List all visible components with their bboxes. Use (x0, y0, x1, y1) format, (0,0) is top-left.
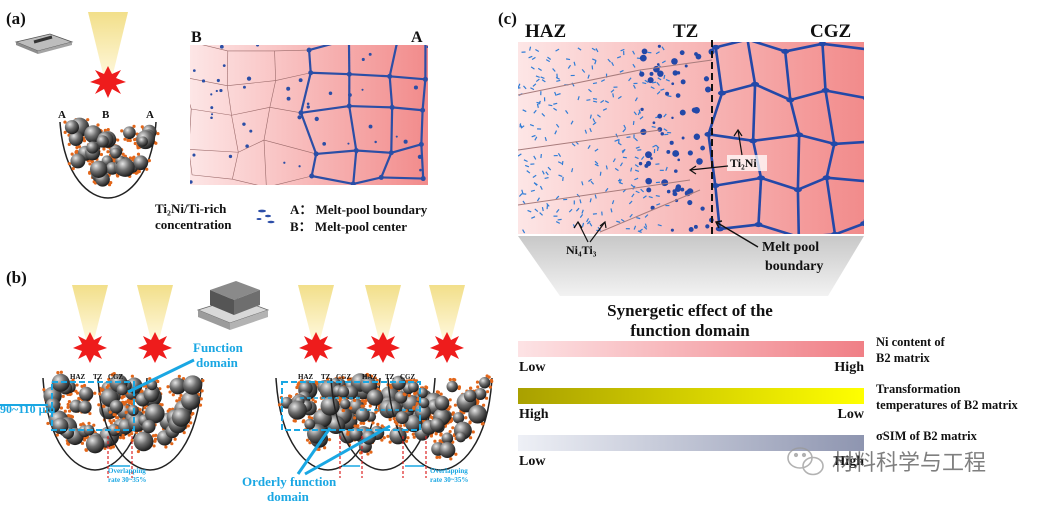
orderly-domain-arrows (296, 424, 391, 476)
function-domain-label-1: Function (193, 340, 244, 355)
svg-text:CGZ: CGZ (108, 373, 124, 381)
svg-text:CGZ: CGZ (400, 373, 416, 381)
legend-key-a: A： Melt-pool boundary (290, 202, 428, 217)
panel-a-label: (a) (6, 9, 26, 28)
map-label-a: A (411, 29, 423, 46)
legend-ti2ni-line1: Ti₂Ni/Ti-rich (155, 201, 227, 216)
ni4ti3-annotation: Ni₄Ti₃ (566, 243, 597, 257)
printed-block-icon (196, 281, 270, 330)
ni4ti3-arrows (573, 220, 607, 243)
synergy-title-2: function domain (630, 321, 750, 340)
overlap-label-1a: Overlapping (108, 467, 146, 475)
watermark-text: 材料科学与工程 (832, 451, 986, 476)
svg-text:TZ: TZ (93, 373, 103, 381)
panel-c-label: (c) (498, 9, 517, 28)
legend-ti2ni-line2: concentration (155, 217, 232, 232)
melt-pool-arrow (714, 220, 759, 248)
microstructure-map-a (190, 45, 428, 185)
ni-bar-left: Low (519, 360, 546, 375)
panel-c: (c) HAZ TZ CGZ Ti₂Ni Ni₄Ti₃ Melt pool bo… (498, 9, 1018, 469)
function-domain-label-2: domain (196, 355, 239, 370)
wechat-icon (787, 447, 824, 476)
zone-label-haz: HAZ (525, 21, 566, 42)
ni-bar-right: High (834, 360, 864, 375)
sigma-bar-left: Low (519, 454, 546, 469)
watermark: 材料科学与工程 (787, 447, 986, 476)
overlap-label-2a: Overlapping (430, 467, 468, 475)
panel-b-label: (b) (6, 268, 27, 287)
overlap-label-2b: rate 30~35% (430, 476, 468, 484)
ni-content-bar (518, 341, 864, 357)
ni-bar-desc-2: B2 matrix (876, 351, 931, 365)
laser-beam-icon (88, 12, 128, 78)
ti2ni-arrows (688, 128, 743, 175)
overlap-label-1b: rate 30~35% (108, 476, 146, 484)
orderly-domain-label-1: Orderly function (242, 474, 337, 489)
precipitate-swatch-icon (256, 209, 275, 224)
sigma-sim-bar (518, 435, 864, 451)
orderly-domain-label-2: domain (267, 489, 310, 504)
melt-pool-label-2: boundary (765, 259, 823, 274)
svg-text:HAZ: HAZ (362, 373, 378, 381)
melt-pool-label-1: Melt pool (762, 240, 819, 255)
svg-text:TZ: TZ (321, 373, 331, 381)
temp-bar-left: High (519, 407, 549, 422)
pool-label-a-left: A (58, 109, 66, 121)
microstructure-map-c (518, 42, 864, 234)
sigma-bar-desc-1: σSIM of B2 matrix (876, 429, 978, 443)
svg-text:HAZ: HAZ (70, 373, 86, 381)
function-domain-arrow (127, 358, 195, 394)
laser-spark-icon (90, 66, 126, 98)
temp-bar-right: Low (838, 407, 865, 422)
substrate-plate-icon (14, 33, 74, 54)
laser-beams-b (72, 285, 465, 363)
panel-b: (b) HAZ TZ CGZ HAZ TZ CGZ HAZ TZ CGZ Function do… (0, 268, 494, 504)
ti2ni-annotation: Ti₂Ni (730, 156, 757, 170)
svg-text:HAZ: HAZ (298, 373, 314, 381)
synergy-title-1: Synergetic effect of the (607, 301, 773, 320)
funnel-shape (518, 236, 864, 296)
ni-bar-desc-1: Ni content of (876, 335, 946, 349)
zone-label-tz: TZ (673, 21, 698, 42)
sigma-bar-right: High (834, 454, 864, 469)
legend-key-b: B： Melt-pool center (290, 219, 407, 234)
zone-label-cgz: CGZ (810, 21, 851, 42)
panel-a: (a) A B A B A Ti₂Ni/Ti-rich concentratio… (6, 9, 428, 234)
svg-text:CGZ: CGZ (336, 373, 352, 381)
powder-particles (63, 117, 160, 187)
temp-bar-desc-2: temperatures of B2 matrix (876, 398, 1018, 412)
temperature-bar (518, 388, 864, 404)
map-label-b: B (191, 29, 202, 46)
pool-label-a-right: A (146, 109, 154, 121)
svg-text:TZ: TZ (385, 373, 395, 381)
temp-bar-desc-1: Transformation (876, 382, 961, 396)
pool-label-b-center: B (102, 109, 110, 121)
melt-pools-b: HAZ TZ CGZ HAZ TZ CGZ HAZ TZ CGZ (42, 370, 494, 478)
